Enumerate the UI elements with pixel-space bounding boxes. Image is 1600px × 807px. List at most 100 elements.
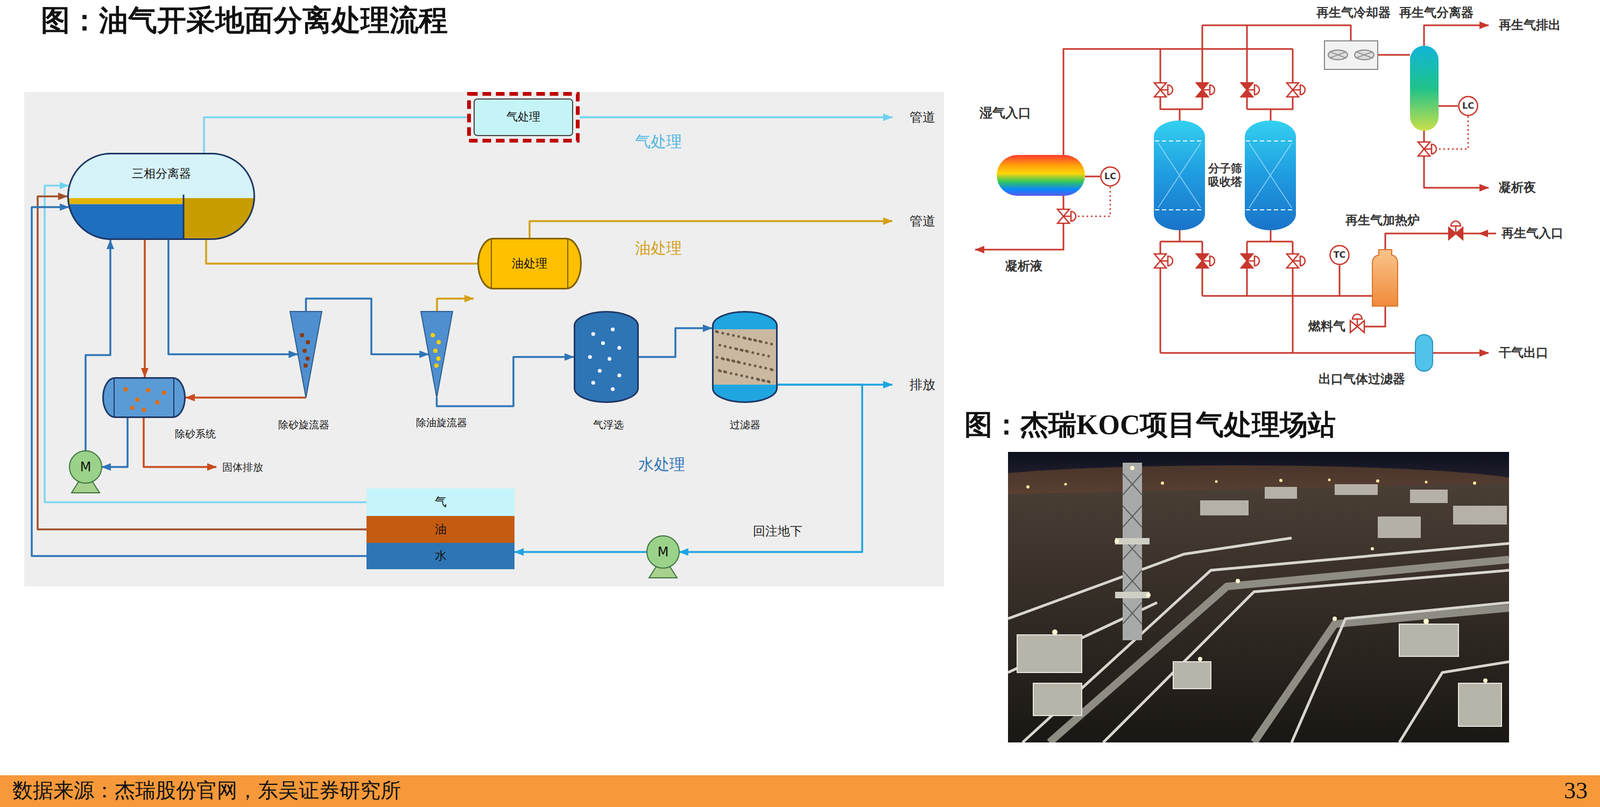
site-photo (1130, 466, 1135, 471)
equipment-label: 再生气分离器 (1399, 5, 1474, 21)
node-label: M (657, 544, 669, 561)
process-pipe (1270, 230, 1272, 242)
pipe-connector (203, 117, 468, 153)
stream-label: 再生气入口 (1501, 226, 1564, 242)
node-label: 水 (434, 548, 447, 563)
level-controller: LC (1100, 166, 1121, 187)
site-photo (1122, 473, 1143, 625)
node-label: 油 (434, 522, 447, 537)
node-label: 除砂系统 (174, 427, 216, 441)
process-pipe (1201, 241, 1204, 296)
adsorption-tower (1153, 120, 1296, 231)
pipe (579, 116, 893, 119)
valve-symbol (1286, 82, 1306, 97)
diagram-panel (24, 92, 944, 587)
stream-label: 燃料气 (1308, 319, 1346, 335)
site-photo (1115, 591, 1150, 599)
valve-symbol (1196, 82, 1215, 97)
adsorption-tower (1158, 143, 1201, 208)
pipe-connector (679, 384, 863, 553)
site-photo (1215, 480, 1218, 484)
site-photo (1008, 452, 1510, 743)
stream-label: 凝析液 (1005, 258, 1043, 274)
site-photo (1399, 661, 1510, 743)
valve-symbol (1154, 82, 1173, 97)
site-photo (1197, 657, 1203, 662)
valve-symbol (1448, 221, 1463, 240)
site-photo (1425, 481, 1428, 484)
site-photo (1200, 484, 1507, 539)
separator-vessel (1410, 45, 1439, 131)
section-label: 气处理 (635, 132, 682, 152)
valve-symbol (1057, 209, 1076, 224)
equipment-label: 再生气加热炉 (1345, 213, 1420, 229)
equipment-label: 再生气冷却器 (1316, 5, 1391, 21)
desanding-system-shape (102, 377, 186, 419)
stream-label: 再生气排出 (1498, 17, 1561, 33)
node-label: 油处理 (511, 256, 548, 271)
site-photo (1458, 683, 1502, 727)
node-label: 气 (434, 495, 447, 510)
pipe (436, 298, 474, 312)
valve-symbol (1350, 314, 1365, 333)
flotation-tank-shape (573, 311, 639, 404)
valve-symbol (1418, 142, 1437, 157)
site-photo (1483, 678, 1488, 683)
site-photo (1103, 570, 1510, 743)
site-photo (1026, 485, 1030, 489)
process-pipe (1438, 105, 1458, 108)
pipe-connector (638, 328, 713, 358)
cooler-symbol (1324, 40, 1378, 70)
signal-line (1076, 186, 1111, 217)
process-pipe (1478, 233, 1497, 235)
site-photo (1370, 547, 1374, 551)
process-pipe (1160, 241, 1203, 243)
heater-symbol (1372, 249, 1398, 307)
flotation-tank: 气浮选 (573, 311, 639, 404)
node-label: TC (1333, 249, 1346, 260)
site-photo (1146, 593, 1151, 598)
valve-symbol (1241, 254, 1260, 269)
figure-title: 图：油气开采地面分离处理流程 (40, 3, 448, 39)
adsorption-tower (1244, 120, 1296, 231)
section-label: 水处理 (638, 455, 686, 475)
storage-band: 气 (366, 488, 515, 517)
dehydration-schematic (975, 25, 1497, 372)
process-pipe (1202, 295, 1373, 298)
pipe-connector (101, 418, 128, 468)
site-photo (1423, 618, 1429, 625)
pipe-connector (185, 396, 307, 399)
site-photo (1173, 661, 1211, 689)
inlet-vessel (996, 154, 1085, 196)
discharge-label: 排放 (909, 377, 936, 393)
site-photo (1049, 559, 1510, 743)
pipe-outlet-label: 管道 (909, 213, 936, 230)
site-photo (1453, 505, 1507, 525)
node-label: LC (1104, 171, 1117, 182)
site-photo (1200, 500, 1249, 516)
page-number: 33 (1563, 777, 1588, 806)
site-photo (1017, 635, 1082, 673)
filter-vessel: 过滤器 (712, 311, 778, 404)
process-pipe (1270, 109, 1272, 121)
pipe-connector (37, 196, 367, 530)
node-label: 三相分离器 (131, 166, 192, 181)
site-photo (1376, 479, 1380, 483)
node-label: 过滤器 (729, 418, 761, 432)
site-photo (1017, 624, 1502, 727)
stream-label: 湿气入口 (979, 105, 1032, 122)
process-pipe (1246, 241, 1249, 296)
site-photo (1122, 462, 1143, 641)
stream-label: 凝析夜 (1498, 180, 1536, 196)
process-pipe (1432, 352, 1489, 355)
filter-vessel-shape (712, 311, 778, 404)
adsorption-tower (1154, 209, 1204, 211)
adsorption-tower (1245, 209, 1295, 211)
oil-treatment-tank: 油处理 (477, 237, 582, 290)
section-label: 油处理 (635, 238, 682, 258)
deoiling-hydrocyclone: 除油旋流器 (420, 311, 454, 398)
site-photo (1052, 629, 1058, 636)
pipe-connector (31, 207, 367, 557)
valve-symbol (1286, 254, 1306, 269)
